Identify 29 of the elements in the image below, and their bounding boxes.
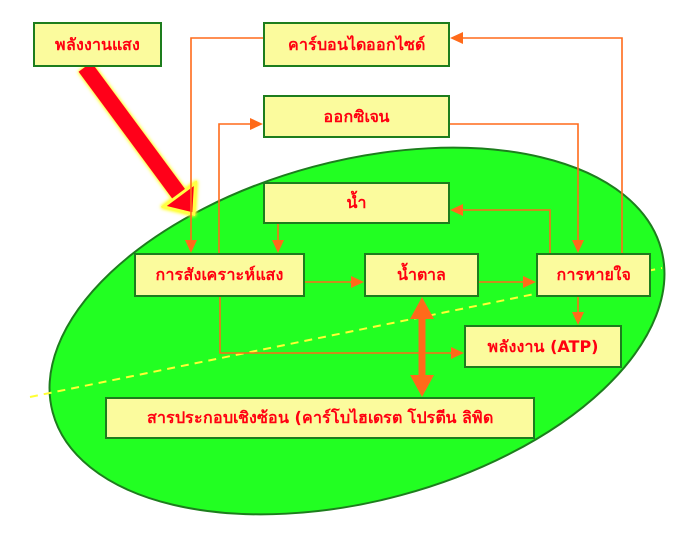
arrow: [305, 276, 364, 288]
box-label: การหายใจ: [556, 265, 630, 285]
label-box: [134, 253, 305, 297]
box-label: สารประกอบเชิงซ้อน (คาร์โบไฮเดรต โปรตีน ลิพิด: [146, 408, 494, 428]
arrow: [479, 276, 536, 288]
double-arrow: [410, 297, 434, 397]
label-box: [105, 397, 535, 439]
box-label: การสังเคราะห์แสง: [156, 265, 284, 285]
box-label: คาร์บอนไดออกไซด์: [288, 34, 425, 54]
label-box: [263, 182, 450, 224]
box-label: พลังงาน (ATP): [488, 336, 598, 356]
box-label: ออกซิเจน: [324, 106, 390, 126]
label-box: [464, 325, 622, 368]
label-box: [33, 22, 162, 67]
label-box: [536, 253, 651, 297]
arrow: [450, 123, 584, 253]
arrow: [219, 297, 464, 359]
label-box: [364, 253, 479, 297]
arrow: [185, 37, 263, 253]
arrow: [218, 118, 263, 253]
box-label: พลังงานแสง: [55, 34, 140, 54]
box-label: น้ำ: [346, 193, 366, 213]
arrow: [572, 297, 584, 325]
arrow: [272, 224, 284, 253]
arrow: [450, 204, 551, 253]
label-box: [263, 22, 450, 67]
label-box: [263, 95, 450, 138]
arrow: [450, 32, 623, 253]
box-label: น้ำตาล: [397, 265, 446, 285]
